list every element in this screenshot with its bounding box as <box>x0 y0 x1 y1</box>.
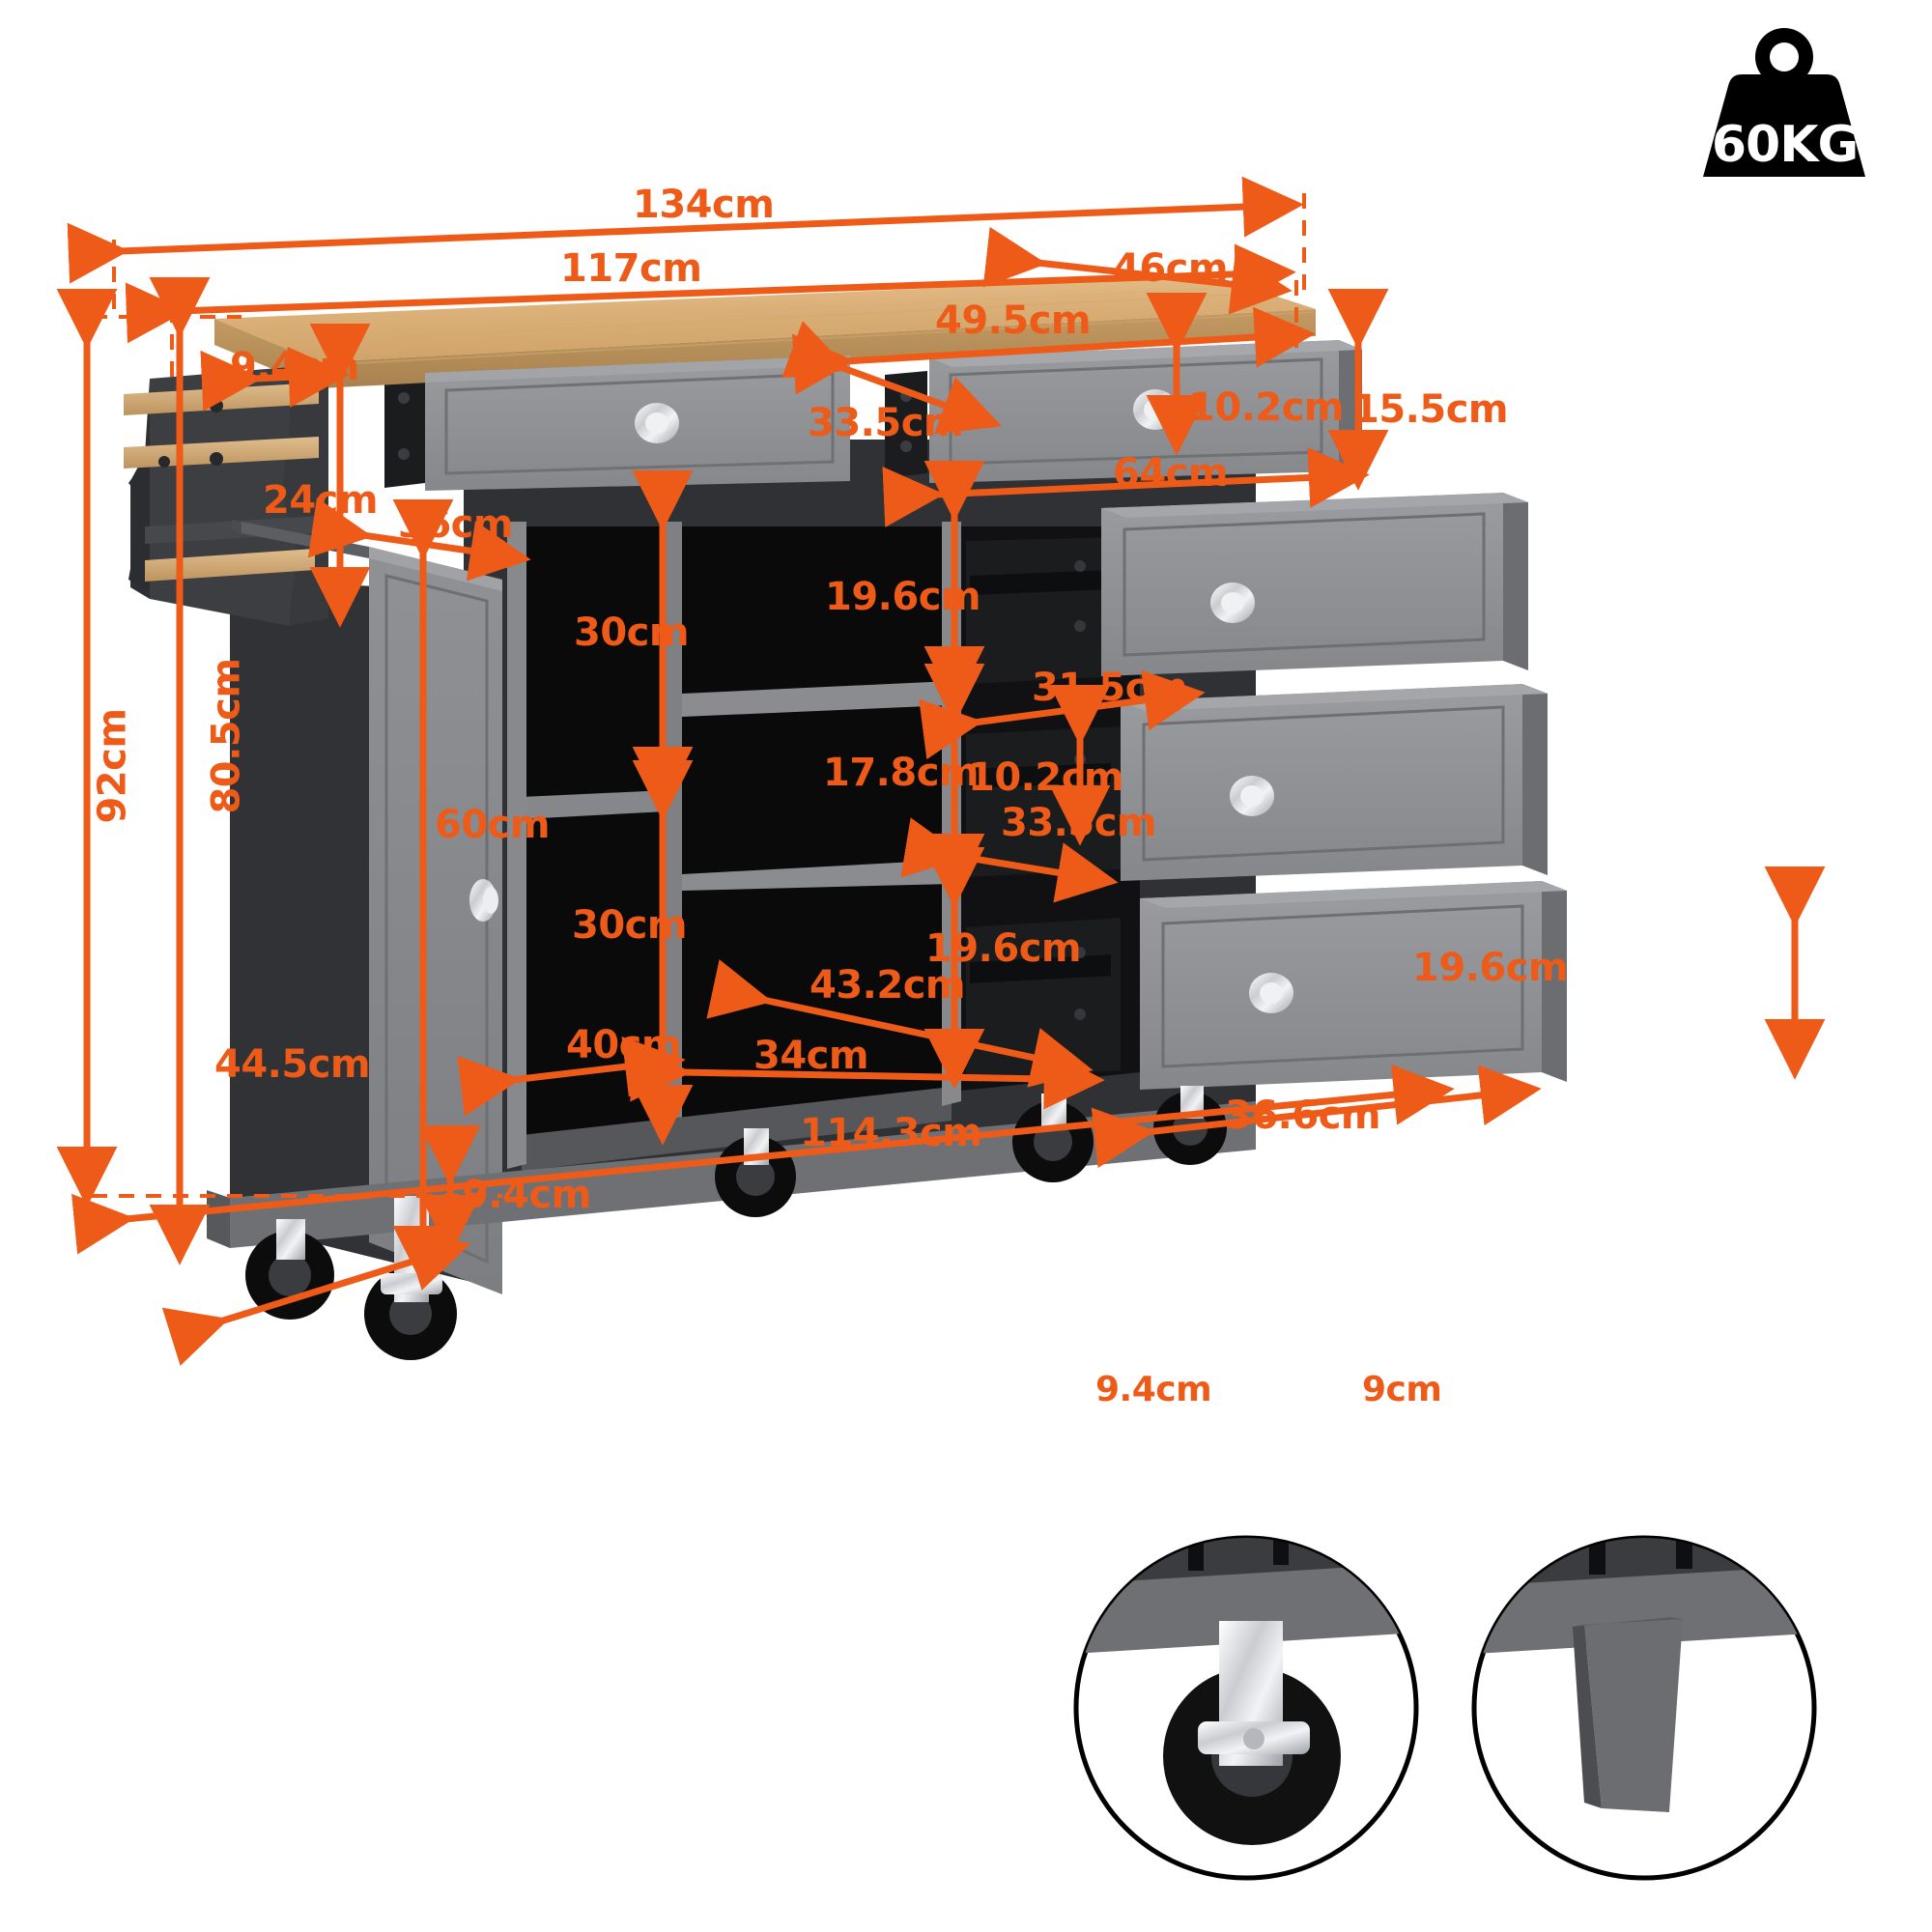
knob-top-left <box>635 403 679 443</box>
dim-label-d117: 117cm <box>560 246 702 291</box>
knob-door <box>469 879 498 922</box>
weight-capacity-badge: 60KG <box>1686 24 1884 184</box>
dim-label-inset94: 9.4cm <box>1095 1370 1212 1409</box>
dim-label-d178: 17.8cm <box>823 751 980 795</box>
dim-label-d134: 134cm <box>633 183 775 227</box>
dim-335-top <box>781 321 1003 435</box>
dimension-lines <box>56 176 1826 1366</box>
dim-label-d196c: 19.6cm <box>1412 946 1569 990</box>
side-drawers <box>1101 493 1567 1090</box>
dim-label-d155: 15.5cm <box>1352 387 1509 432</box>
dim-label-d36: 36cm <box>398 502 514 547</box>
dim-label-d335top: 33.5cm <box>808 401 964 445</box>
dim-label-d40: 40cm <box>566 1023 682 1067</box>
dim-label-d46: 46cm <box>1113 246 1229 291</box>
dim-366 <box>1091 1065 1542 1169</box>
dim-label-d102top: 10.2cm <box>1188 385 1345 430</box>
dim-label-d94top: 9.4cm <box>230 345 359 389</box>
dim-label-d445: 44.5cm <box>214 1042 371 1087</box>
dim-label-d335mid: 33.5cm <box>1001 801 1157 845</box>
dim-label-d30b: 30cm <box>572 903 688 948</box>
dim-label-d34: 34cm <box>753 1034 869 1078</box>
dim-label-d102mid: 10.2cm <box>968 755 1124 800</box>
weight-icon <box>1703 28 1865 177</box>
dim-46 <box>982 226 1293 315</box>
dim-445 <box>161 1232 471 1366</box>
knob-top-right <box>1133 389 1178 430</box>
dim-label-d432: 43.2cm <box>810 963 966 1008</box>
dim-label-d64: 64cm <box>1113 451 1229 496</box>
drawer-front-side-3 <box>1140 881 1542 1090</box>
knob-side-2 <box>1230 776 1274 816</box>
dim-label-d60: 60cm <box>435 803 551 847</box>
dim-label-d30a: 30cm <box>574 611 690 655</box>
drawer-front-side-2 <box>1121 684 1522 881</box>
dim-label-d92: 92cm <box>90 708 135 824</box>
dim-label-d196a: 19.6cm <box>825 575 981 619</box>
dim-64 <box>882 446 1370 527</box>
dim-label-inset9: 9cm <box>1362 1370 1442 1409</box>
dim-134 <box>67 176 1304 284</box>
dim-label-d805: 80.5cm <box>204 658 249 814</box>
dim-label-d1143: 114.3cm <box>800 1111 982 1155</box>
dim-label-d196b: 19.6cm <box>925 926 1082 971</box>
dim-label-d366: 36.6cm <box>1225 1094 1381 1138</box>
caster-detail-inset <box>1073 1535 1419 1881</box>
dim-label-d94bot: 9.4cm <box>462 1173 591 1217</box>
detail-insets <box>1073 1535 1817 1881</box>
knob-side-3 <box>1249 973 1293 1013</box>
dim-label-d24: 24cm <box>263 478 379 523</box>
drawer-front-side-1 <box>1101 493 1503 676</box>
dim-label-d315: 31.5cm <box>1032 666 1188 710</box>
knob-side-1 <box>1210 582 1255 623</box>
dim-label-d495: 49.5cm <box>935 298 1092 343</box>
leg-detail-inset <box>1471 1535 1817 1881</box>
weight-capacity-label: 60KG <box>1711 116 1859 174</box>
